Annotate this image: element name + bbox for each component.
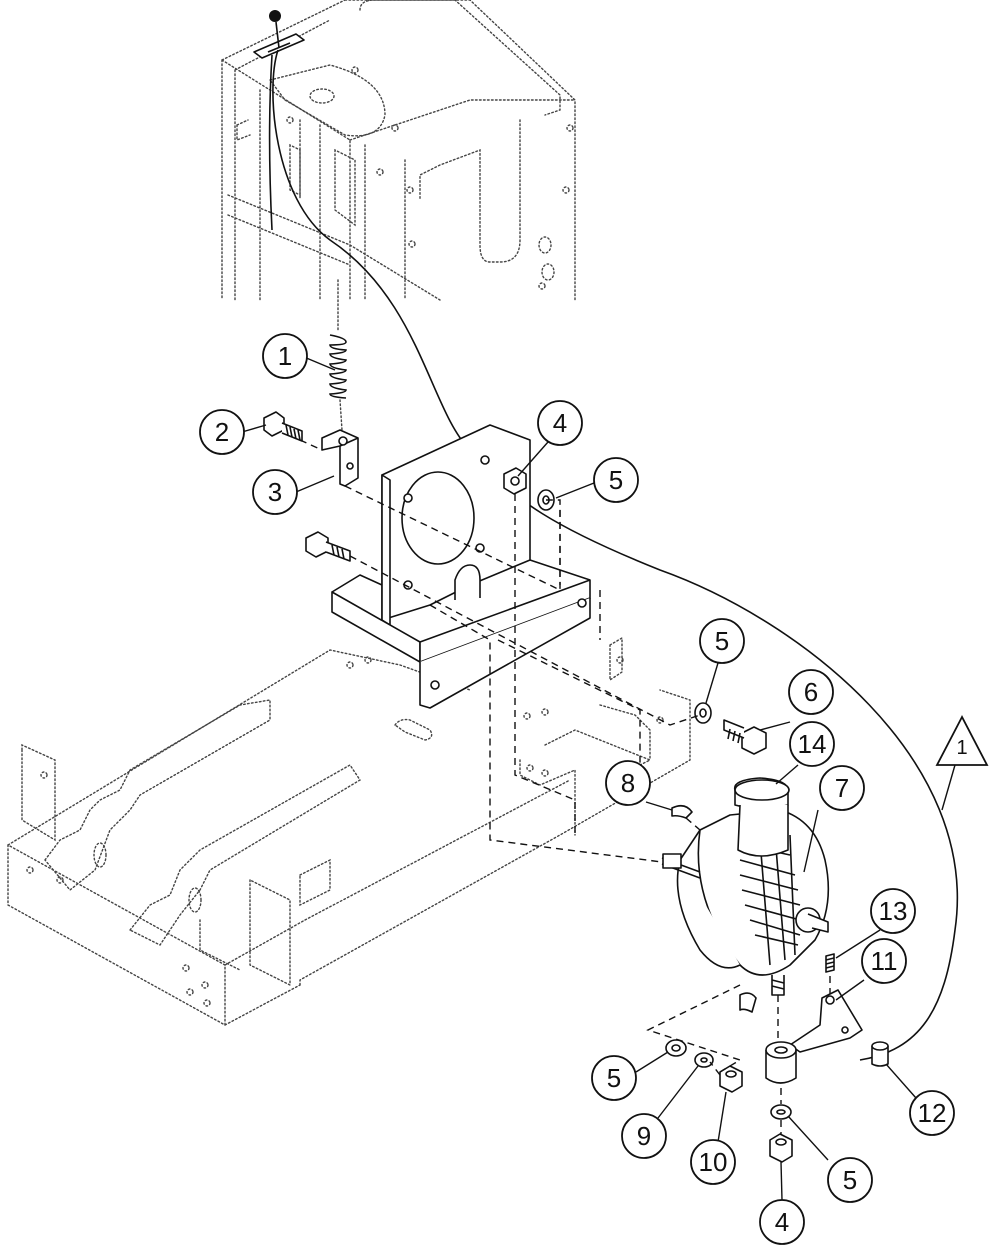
callout-1: 1 xyxy=(262,333,308,379)
callout-label: 14 xyxy=(798,729,827,759)
washer-right xyxy=(694,702,712,724)
spring xyxy=(329,279,347,431)
callout-label: 8 xyxy=(621,768,635,798)
control-cable xyxy=(272,49,958,1061)
note-flag: 1 xyxy=(935,715,989,811)
cable-strand xyxy=(268,54,273,231)
key-8 xyxy=(671,804,693,819)
callout-7: 7 xyxy=(819,765,865,811)
callout-12: 12 xyxy=(909,1090,955,1136)
callout-label: 1 xyxy=(278,341,292,371)
note-flag-label: 1 xyxy=(956,737,967,759)
nut-upper xyxy=(503,467,527,495)
callout-label: 4 xyxy=(775,1207,789,1237)
callout-label: 11 xyxy=(871,946,898,976)
callout-2: 2 xyxy=(199,409,245,455)
bolt-bracket xyxy=(305,531,351,562)
callout-label: 7 xyxy=(835,773,849,803)
washer-lower-left xyxy=(665,1039,687,1057)
callout-label: 5 xyxy=(843,1165,857,1195)
callout-label: 12 xyxy=(918,1098,947,1128)
callout-label: 9 xyxy=(637,1121,651,1151)
set-screw xyxy=(825,953,835,973)
hub-collar xyxy=(765,1041,797,1084)
callout-label: 5 xyxy=(715,626,729,656)
clamp-block xyxy=(321,429,359,487)
throttle-lever xyxy=(253,10,305,59)
callout-label: 5 xyxy=(607,1063,621,1093)
callout-5-upper: 5 xyxy=(593,457,639,503)
bolt-2 xyxy=(263,411,303,442)
callout-label: 13 xyxy=(879,896,908,926)
mounting-bracket xyxy=(331,424,591,709)
callout-13: 13 xyxy=(870,888,916,934)
motor-assembly xyxy=(661,777,830,996)
callout-5-lower: 5 xyxy=(827,1157,873,1203)
callout-5-lower-left: 5 xyxy=(591,1055,637,1101)
callout-4-lower: 4 xyxy=(759,1199,805,1245)
callout-4-upper: 4 xyxy=(537,400,583,446)
callout-6: 6 xyxy=(788,669,834,715)
assembly-lines xyxy=(299,439,831,1134)
lever-arm xyxy=(789,989,863,1053)
callout-9: 9 xyxy=(621,1113,667,1159)
leader-lines xyxy=(241,356,917,1201)
callout-5-right: 5 xyxy=(699,618,745,664)
callout-14: 14 xyxy=(789,721,835,767)
callout-8: 8 xyxy=(605,760,651,806)
lock-washer xyxy=(694,1052,714,1068)
callout-3: 3 xyxy=(252,469,298,515)
callout-label: 2 xyxy=(215,417,229,447)
callouts: 1 2 3 4 5 5 6 14 xyxy=(199,333,955,1245)
callout-label: 4 xyxy=(553,408,567,438)
nut-lower xyxy=(769,1133,793,1163)
callout-11: 11 xyxy=(861,938,907,984)
washer-lower xyxy=(770,1104,792,1120)
callout-label: 10 xyxy=(699,1147,728,1177)
callout-label: 3 xyxy=(268,477,282,507)
spacer-12 xyxy=(871,1041,889,1067)
lower-chassis xyxy=(7,636,691,1027)
bolt-6 xyxy=(723,719,767,755)
callout-label: 6 xyxy=(804,677,818,707)
callout-10: 10 xyxy=(690,1139,736,1185)
callout-label: 5 xyxy=(609,465,623,495)
key-lower xyxy=(739,992,757,1013)
